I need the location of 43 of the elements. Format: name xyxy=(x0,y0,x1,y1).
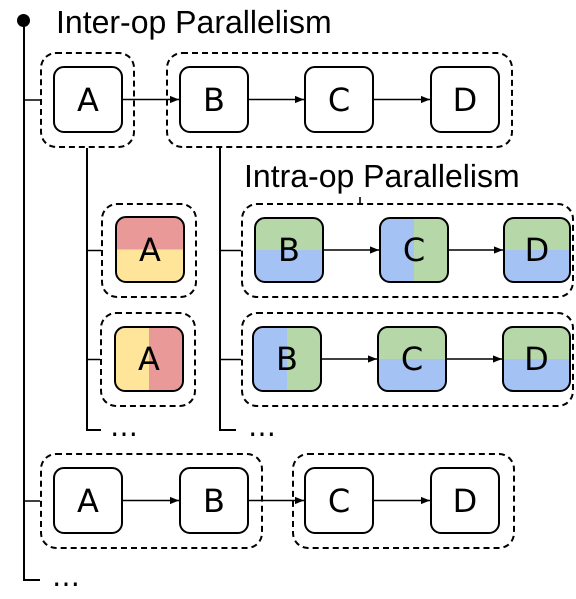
arrow xyxy=(324,246,379,254)
arrow xyxy=(249,96,304,104)
tree-branch xyxy=(86,148,100,360)
operator-box: A xyxy=(53,66,123,133)
operator-box: D xyxy=(430,467,500,534)
operator-box: B xyxy=(179,66,249,133)
operator-box: A xyxy=(53,467,123,534)
operator-box: D xyxy=(503,217,571,283)
operator-box: C xyxy=(377,326,447,392)
diagram-title: Inter-op Parallelism xyxy=(56,3,332,42)
dashed-group xyxy=(101,203,197,298)
operator-box: A xyxy=(114,326,184,392)
ellipsis: … xyxy=(110,412,138,442)
dashed-group xyxy=(292,453,515,549)
operator-box: B xyxy=(179,467,249,534)
tree-branch xyxy=(219,148,241,360)
dashed-group xyxy=(40,52,135,148)
operator-box: C xyxy=(304,66,374,133)
leader-line xyxy=(359,197,361,203)
arrow xyxy=(249,496,304,504)
arrow xyxy=(447,355,502,363)
ellipsis: … xyxy=(248,412,276,442)
operator-box: C xyxy=(379,217,449,283)
arrow xyxy=(123,96,179,104)
arrow xyxy=(449,246,503,254)
operator-box: B xyxy=(252,326,322,392)
arrow xyxy=(322,355,377,363)
operator-box: A xyxy=(115,216,185,283)
section-heading: Intra-op Parallelism xyxy=(244,155,574,197)
dashed-group xyxy=(40,453,263,549)
dashed-group xyxy=(241,203,574,298)
arrow xyxy=(374,96,430,104)
operator-box: D xyxy=(502,326,571,392)
dashed-group xyxy=(241,312,574,407)
operator-box: D xyxy=(430,66,500,133)
arrow xyxy=(374,496,430,504)
arrow xyxy=(123,496,179,504)
operator-box: B xyxy=(254,217,324,283)
root-dot xyxy=(17,14,30,27)
operator-box: C xyxy=(304,467,374,534)
dashed-group xyxy=(100,312,196,407)
dashed-group xyxy=(166,52,513,148)
ellipsis: … xyxy=(52,562,80,592)
